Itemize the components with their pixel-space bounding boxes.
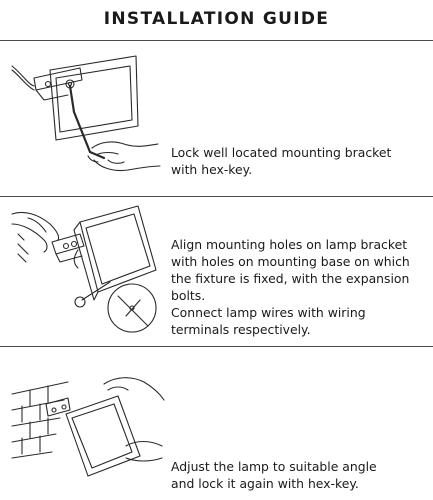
step-3-text: Adjust the lamp to suitable angle and lo… (171, 458, 431, 492)
section-divider (0, 346, 433, 347)
step-3-illustration (8, 354, 168, 494)
step-2-illustration (8, 200, 168, 340)
step-1-paragraph: Lock well located mounting bracket with … (171, 145, 392, 177)
step-3-paragraph: Adjust the lamp to suitable angle and lo… (171, 459, 377, 491)
step-1-text: Lock well located mounting bracket with … (171, 144, 431, 178)
section-divider (0, 40, 433, 41)
hex-key-bracket-illustration (11, 55, 161, 172)
step-2-paragraph: Align mounting holes on lamp bracket wit… (171, 237, 410, 303)
step-2-paragraph: Connect lamp wires with wiring terminals… (171, 305, 366, 337)
angle-adjust-illustration (11, 377, 165, 477)
section-divider (0, 196, 433, 197)
step-1-illustration (8, 48, 168, 188)
page-title: INSTALLATION GUIDE (103, 9, 330, 29)
mounting-holes-illustration (11, 205, 157, 333)
step-2-text: Align mounting holes on lamp bracket wit… (171, 236, 431, 338)
